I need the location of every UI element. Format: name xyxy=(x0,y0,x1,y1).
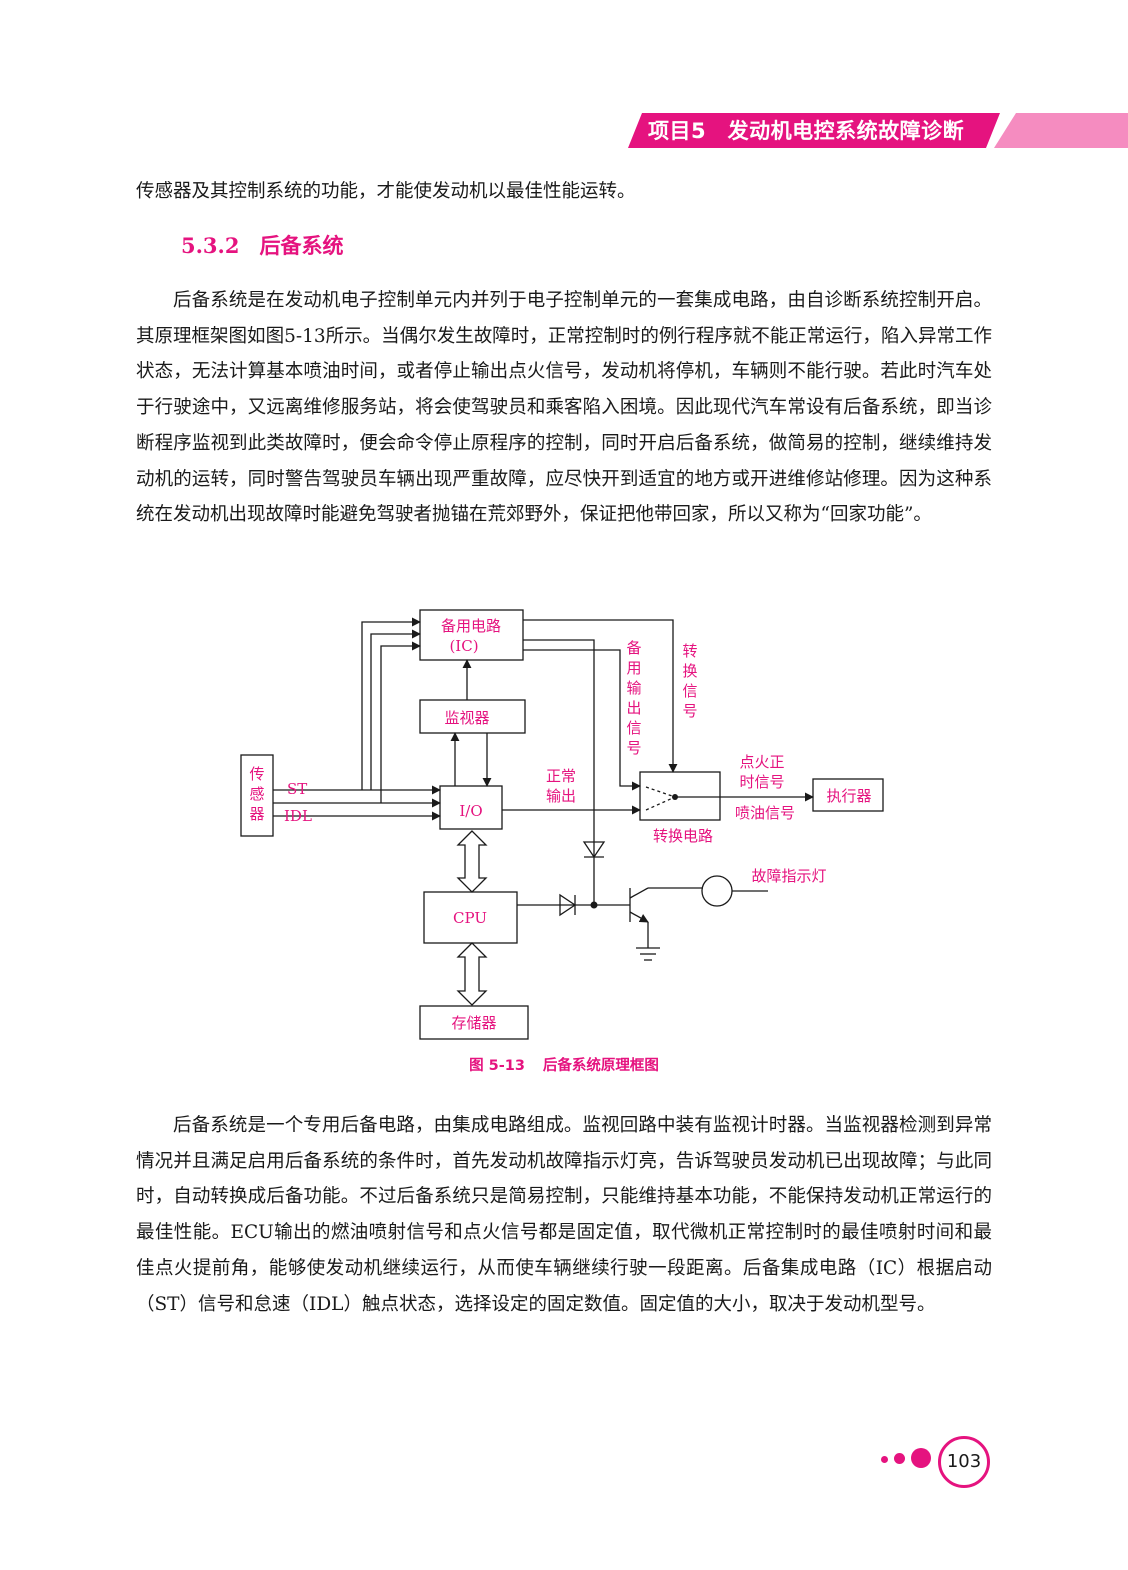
backup-output-label-4: 出 xyxy=(626,699,641,717)
ignition-timing-label-2: 时信号 xyxy=(739,773,784,791)
figure-caption: 图 5-13 后备系统原理框图 xyxy=(0,1054,1128,1075)
normal-output-label-1: 正常 xyxy=(546,767,576,785)
actuator-label: 执行器 xyxy=(826,787,871,805)
intro-paragraph: 传感器及其控制系统的功能，才能使发动机以最佳性能运转。 xyxy=(136,181,636,202)
paragraph-backup-circuit: 后备系统是一个专用后备电路，由集成电路组成。监视回路中装有监视计时器。当监视器检… xyxy=(136,1115,992,1315)
backup-ic-label-2: (IC) xyxy=(449,637,478,655)
io-label: I/O xyxy=(459,802,482,820)
figure-number: 图 5-13 xyxy=(469,1058,525,1074)
backup-output-label-2: 用 xyxy=(626,659,641,677)
normal-output-label-2: 输出 xyxy=(546,787,576,805)
cpu-label: CPU xyxy=(453,909,487,927)
cpu-block xyxy=(423,891,518,944)
section-number: 5.3.2 xyxy=(181,233,240,258)
switch-signal-label-3: 信 xyxy=(682,682,697,700)
chapter-title: 项目5 发动机电控系统故障诊断 xyxy=(648,119,965,143)
switch-circuit-label: 转换电路 xyxy=(653,827,713,845)
page-dot-medium xyxy=(894,1453,905,1464)
paragraph-backup-system: 后备系统是在发动机电子控制单元内并列于电子控制单元的一套集成电路，由自诊断系统控… xyxy=(136,290,992,526)
st-label: ST xyxy=(287,780,307,798)
idl-label: IDL xyxy=(284,807,312,825)
section-heading: 5.3.2 后备系统 xyxy=(181,230,343,262)
sensor-label-3: 器 xyxy=(249,805,264,823)
header-stripe xyxy=(994,113,1128,148)
backup-output-label-1: 备 xyxy=(626,639,641,657)
page-dot-large xyxy=(911,1448,931,1468)
page-number: 103 xyxy=(938,1436,990,1488)
backup-output-label-6: 号 xyxy=(626,739,641,757)
switch-signal-label-2: 换 xyxy=(682,662,697,680)
sensor-label-2: 感 xyxy=(249,785,264,803)
fault-lamp-icon xyxy=(701,875,733,907)
monitor-block xyxy=(419,699,526,734)
section-title: 后备系统 xyxy=(259,233,344,258)
fault-lamp-label: 故障指示灯 xyxy=(751,867,826,885)
sensor-label-1: 传 xyxy=(249,765,264,783)
figure-title: 后备系统原理框图 xyxy=(542,1058,659,1074)
memory-block xyxy=(419,1005,529,1040)
switch-signal-label-1: 转 xyxy=(682,642,697,660)
switch-signal-label-4: 号 xyxy=(682,702,697,720)
page-dot-small xyxy=(881,1456,888,1463)
memory-label: 存储器 xyxy=(451,1014,496,1032)
backup-output-label-3: 输 xyxy=(626,679,641,697)
backup-ic-label-1: 备用电路 xyxy=(441,617,501,635)
switch-circuit-block xyxy=(639,771,721,821)
ignition-timing-label-1: 点火正 xyxy=(739,753,784,771)
monitor-label: 监视器 xyxy=(444,709,489,727)
sensor-block xyxy=(240,754,274,837)
header-band xyxy=(628,113,1000,148)
backup-output-label-5: 信 xyxy=(626,719,641,737)
injection-signal-label: 喷油信号 xyxy=(735,804,795,822)
